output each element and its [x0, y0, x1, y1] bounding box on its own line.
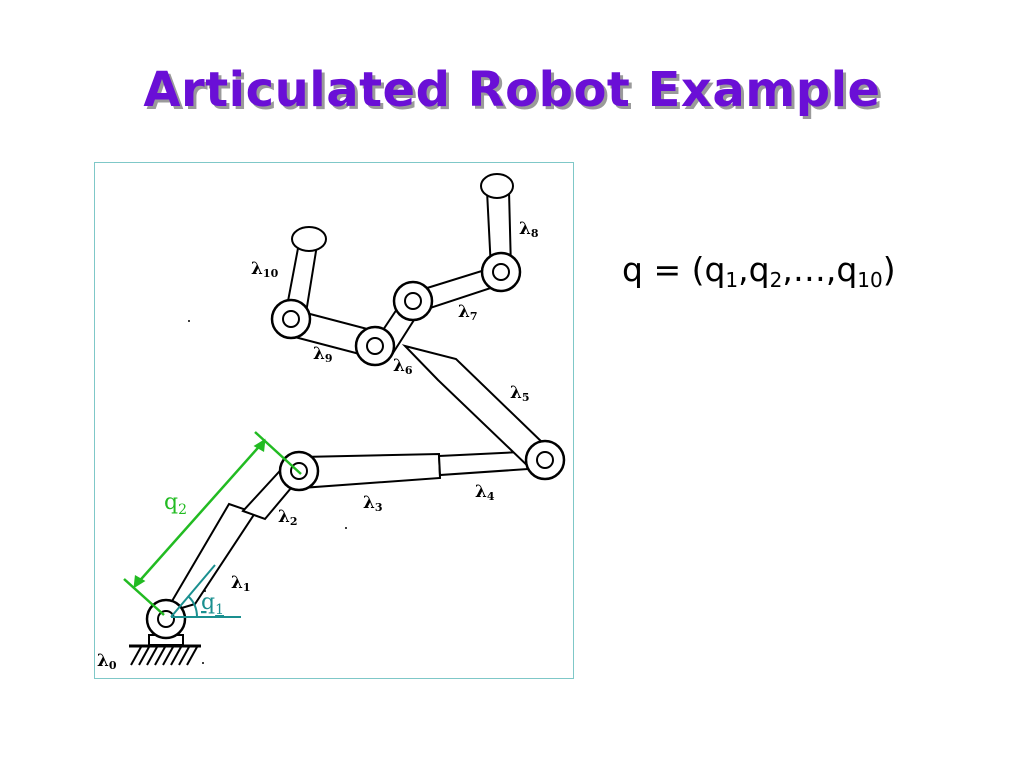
label-lambda2: λ2 — [278, 507, 298, 528]
link-lambda5 — [401, 344, 548, 473]
label-lambda4: λ4 — [475, 482, 495, 503]
label-q2: q2 — [164, 490, 187, 518]
configuration-equation: q = (q1,q2,…,q10) — [622, 250, 896, 292]
label-lambda3: λ3 — [363, 493, 383, 514]
ground-base — [129, 634, 201, 666]
label-lambda9: λ9 — [313, 344, 333, 365]
robot-diagram-svg: λ0 λ1 λ2 λ3 λ4 λ5 λ6 λ7 λ8 λ9 λ10 q2 q1 — [97, 173, 566, 672]
label-lambda5: λ5 — [510, 383, 530, 404]
label-lambda10: λ10 — [251, 259, 279, 280]
label-q1: q1 — [201, 590, 224, 618]
stray-dots — [188, 320, 347, 664]
slide-title: Articulated Robot Example — [143, 62, 881, 118]
label-lambda7: λ7 — [458, 302, 478, 323]
joint-7 — [392, 280, 434, 322]
label-lambda0: λ0 — [97, 651, 117, 672]
joint-6 — [354, 325, 396, 367]
link-lambda3 — [300, 452, 442, 490]
q1-angle — [170, 564, 241, 618]
joint-4 — [524, 439, 566, 481]
label-lambda6: λ6 — [393, 356, 413, 377]
link-lambda8 — [480, 173, 514, 270]
joint-8 — [480, 251, 522, 293]
q2-dimension — [123, 431, 302, 616]
label-lambda1: λ1 — [231, 573, 251, 594]
robot-diagram: λ0 λ1 λ2 λ3 λ4 λ5 λ6 λ7 λ8 λ9 λ10 q2 q1 — [94, 162, 574, 679]
label-lambda8: λ8 — [519, 219, 539, 240]
joint-9 — [270, 298, 312, 340]
